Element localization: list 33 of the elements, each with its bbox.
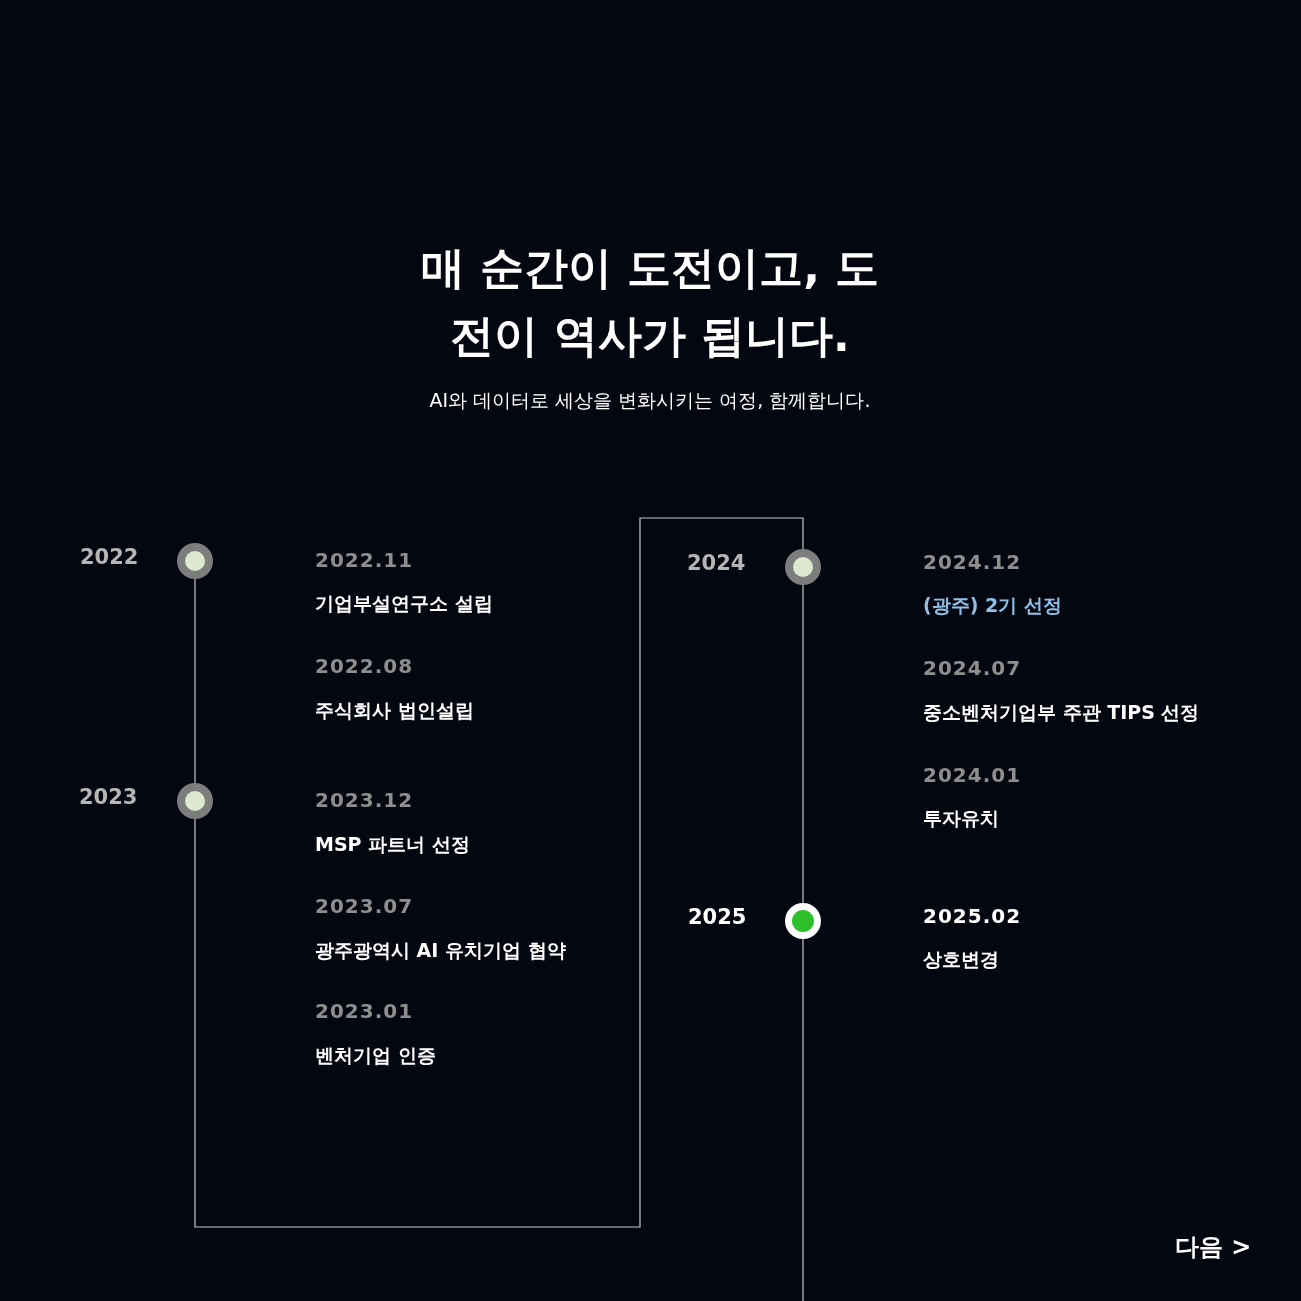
timeline-dot bbox=[785, 549, 821, 585]
timeline-line bbox=[194, 517, 804, 1228]
timeline-line bbox=[802, 938, 804, 1301]
date-label: 2023.07 bbox=[315, 894, 414, 918]
date-label: 2022.08 bbox=[315, 654, 414, 678]
timeline-dot bbox=[785, 903, 821, 939]
date-label: 2025.02 bbox=[923, 904, 1022, 928]
event-text: 중소벤처기업부 주관 TIPS 선정 bbox=[923, 700, 1200, 725]
timeline-dot bbox=[177, 543, 213, 579]
year-label: 2023 bbox=[79, 785, 138, 809]
timeline-line bbox=[802, 584, 804, 904]
date-label: 2023.12 bbox=[315, 788, 414, 812]
year-label: 2024 bbox=[687, 551, 746, 575]
title: 매 순간이 도전이고, 도전이 역사가 됩니다. bbox=[419, 241, 881, 363]
event-text: 상호변경 bbox=[923, 947, 999, 972]
year-label: 2022 bbox=[80, 545, 139, 569]
next-link: 다음 > bbox=[1175, 1232, 1252, 1263]
event-text: 주식회사 법인설립 bbox=[315, 698, 474, 723]
event-text: MSP 파트너 선정 bbox=[315, 832, 470, 857]
event-text: (광주) 2기 선정 bbox=[923, 593, 1062, 618]
event-text: 광주광역시 AI 유치기업 협약 bbox=[315, 938, 566, 963]
date-label: 2024.07 bbox=[923, 656, 1022, 680]
event-text: 투자유치 bbox=[923, 806, 999, 831]
timeline-line bbox=[194, 578, 196, 784]
event-text: 기업부설연구소 설립 bbox=[315, 591, 493, 616]
date-label: 2024.01 bbox=[923, 763, 1022, 787]
date-label: 2023.01 bbox=[315, 999, 414, 1023]
date-label: 2022.11 bbox=[315, 548, 414, 572]
subtitle: AI와 데이터로 세상을 변화시키는 여정, 함께합니다. bbox=[428, 388, 872, 413]
year-label: 2025 bbox=[688, 905, 747, 929]
event-text: 벤처기업 인증 bbox=[315, 1043, 436, 1068]
date-label: 2024.12 bbox=[923, 550, 1022, 574]
timeline-dot bbox=[177, 783, 213, 819]
